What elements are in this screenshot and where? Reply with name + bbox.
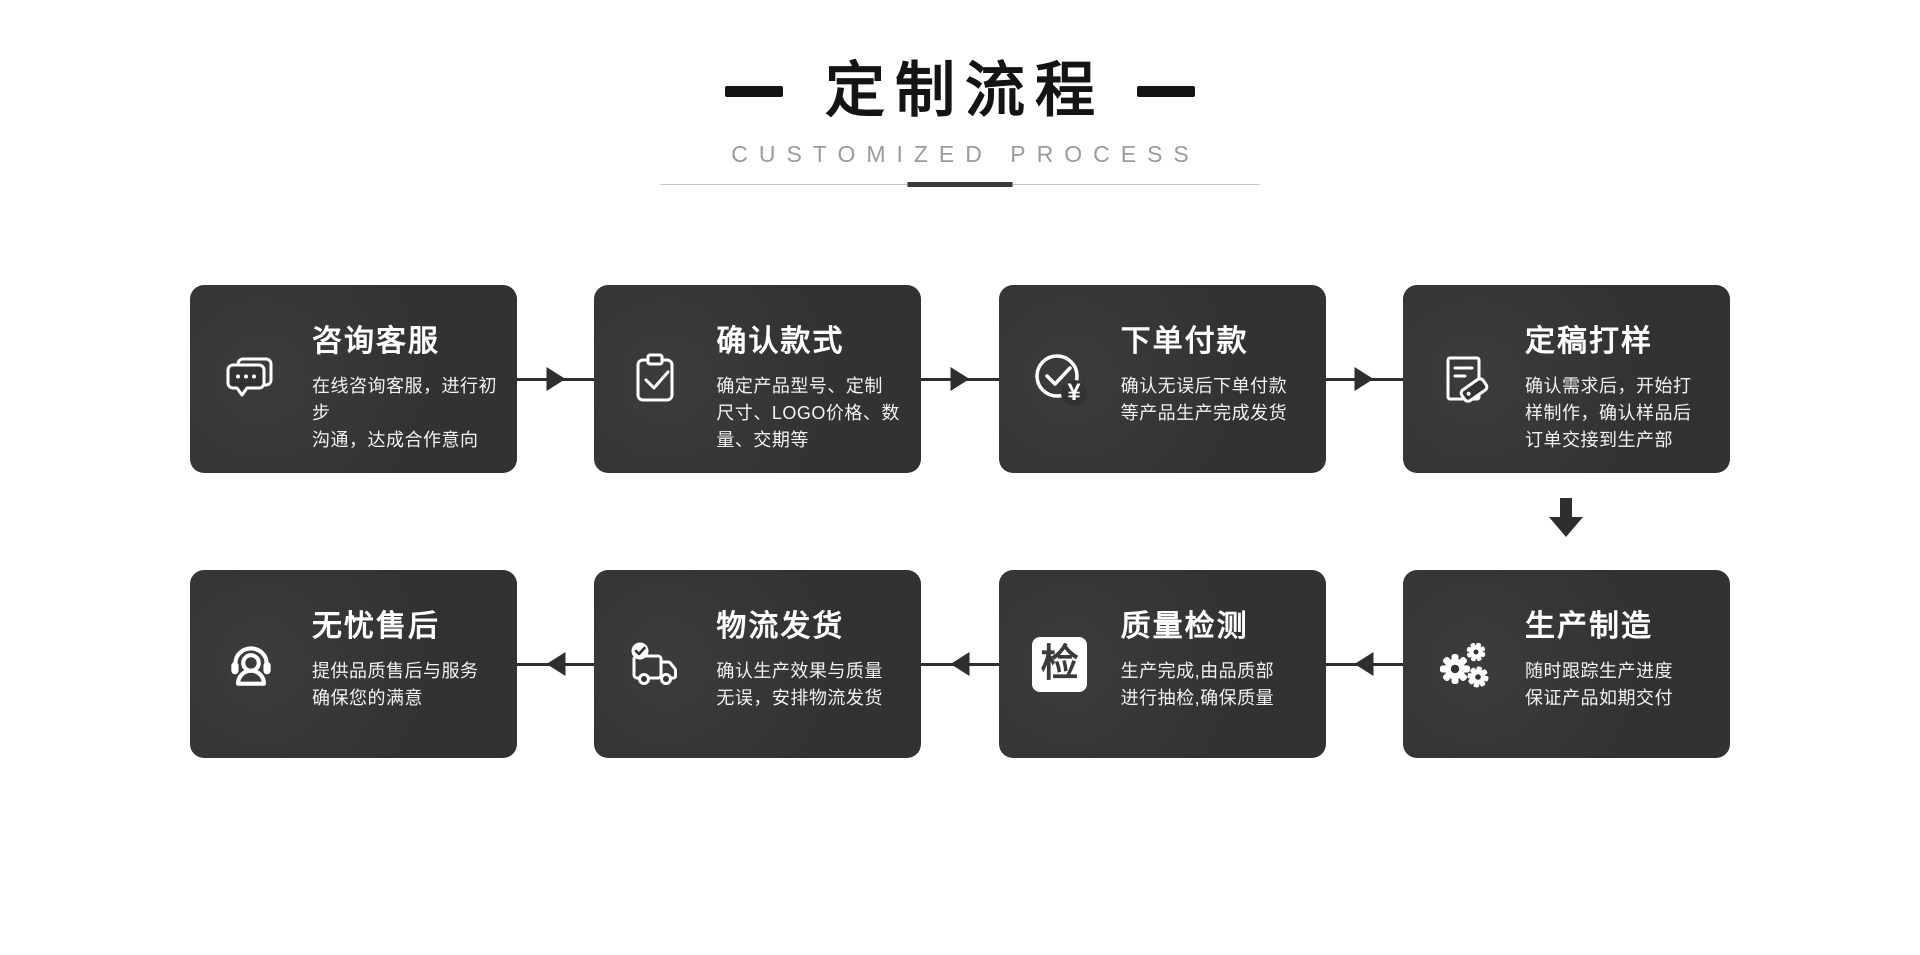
step-icon-col: 检: [999, 636, 1121, 692]
step-icon-col: [1403, 351, 1525, 407]
step-desc: 确认需求后，开始打 样制作，确认样品后 订单交接到生产部: [1524, 376, 1692, 450]
headset-icon: [222, 635, 280, 693]
inspection-badge-icon: 检: [1032, 636, 1088, 692]
step-card-order-payment: ¥ 下单付款 确认无误后下单付款 等产品生产完成发货: [998, 285, 1326, 473]
step-icon-col: ¥: [999, 350, 1121, 408]
step-desc: 生产完成,由品质部 进行抽检,确保质量: [1120, 661, 1275, 708]
document-tag-icon: [1435, 351, 1493, 407]
title-dash-right: [1137, 85, 1195, 97]
step-icon-col: [594, 635, 716, 693]
flow-arrow-left-icon: [1325, 662, 1403, 666]
step-title: 物流发货: [716, 610, 845, 643]
step-card-after-sales: 无忧售后 提供品质售后与服务 确保您的满意: [190, 570, 517, 758]
step-title: 无忧售后: [312, 610, 440, 643]
truck-icon: [626, 635, 684, 693]
inspection-badge-char: 检: [1040, 643, 1079, 685]
step-title: 确认款式: [716, 325, 845, 358]
step-icon-col: [190, 635, 312, 693]
flow-arrow-right-icon: [921, 377, 999, 381]
step-icon-col: [594, 351, 716, 407]
circle-check-yen-icon: ¥: [1031, 350, 1089, 408]
customization-process-section: 定制流程 CUSTOMIZED PROCESS: [0, 0, 1920, 758]
step-icon-col: [190, 351, 312, 407]
step-title: 生产制造: [1524, 610, 1653, 643]
step-card-quality-inspection: 检 质量检测 生产完成,由品质部 进行抽检,确保质量: [998, 570, 1326, 758]
step-title: 定稿打样: [1524, 325, 1653, 358]
svg-text:¥: ¥: [1067, 379, 1081, 406]
arrow-stem: [1560, 498, 1572, 517]
clipboard-check-icon: [627, 351, 683, 407]
step-desc: 确认无误后下单付款 等产品生产完成发货: [1120, 376, 1288, 423]
arrow-head: [1549, 517, 1583, 537]
step-text: 生产制造 随时跟踪生产进度 保证产品如期交付: [1525, 570, 1730, 758]
chat-bubbles-icon: [222, 351, 280, 407]
step-card-production: 生产制造 随时跟踪生产进度 保证产品如期交付: [1402, 570, 1730, 758]
flow-arrow-right-icon: [517, 377, 595, 381]
process-row-1: 咨询客服 在线咨询客服，进行初步 沟通，达成合作意向 确: [190, 285, 1730, 473]
step-text: 确认款式 确定产品型号、定制 尺寸、LOGO价格、数 量、交期等: [716, 285, 921, 473]
flow-arrow-left-icon: [921, 662, 999, 666]
flow-arrow-right-icon: [1325, 377, 1403, 381]
step-title: 质量检测: [1120, 610, 1249, 643]
process-flow: 咨询客服 在线咨询客服，进行初步 沟通，达成合作意向 确: [190, 285, 1730, 758]
step-desc: 确定产品型号、定制 尺寸、LOGO价格、数 量、交期等: [716, 376, 900, 450]
step-card-final-sampling: 定稿打样 确认需求后，开始打 样制作，确认样品后 订单交接到生产部: [1402, 285, 1730, 473]
section-header: 定制流程 CUSTOMIZED PROCESS: [0, 0, 1920, 187]
title-dash-left: [725, 85, 783, 97]
step-text: 咨询客服 在线咨询客服，进行初步 沟通，达成合作意向: [312, 285, 517, 473]
step-desc: 提供品质售后与服务 确保您的满意: [312, 661, 479, 708]
step-text: 物流发货 确认生产效果与质量 无误，安排物流发货: [716, 570, 921, 758]
step-desc: 随时跟踪生产进度 保证产品如期交付: [1524, 661, 1673, 708]
step-text: 质量检测 生产完成,由品质部 进行抽检,确保质量: [1121, 570, 1326, 758]
divider-accent: [907, 182, 1013, 187]
page-subtitle: CUSTOMIZED PROCESS: [731, 141, 1200, 167]
page-title: 定制流程: [0, 55, 1920, 127]
step-card-logistics-shipping: 物流发货 确认生产效果与质量 无误，安排物流发货: [594, 570, 922, 758]
step-text: 下单付款 确认无误后下单付款 等产品生产完成发货: [1121, 285, 1326, 473]
process-row-2: 无忧售后 提供品质售后与服务 确保您的满意: [190, 570, 1730, 758]
gears-icon: [1434, 635, 1494, 693]
step-card-consult-service: 咨询客服 在线咨询客服，进行初步 沟通，达成合作意向: [190, 285, 517, 473]
step-title: 咨询客服: [312, 325, 440, 358]
flow-arrow-left-icon: [517, 662, 595, 666]
title-text: 定制流程: [825, 57, 1105, 124]
step-icon-col: [1403, 635, 1525, 693]
step-title: 下单付款: [1120, 325, 1249, 358]
flow-arrow-down-icon: [1549, 498, 1583, 537]
step-desc: 确认生产效果与质量 无误，安排物流发货: [716, 661, 883, 708]
step-text: 无忧售后 提供品质售后与服务 确保您的满意: [312, 570, 517, 758]
step-text: 定稿打样 确认需求后，开始打 样制作，确认样品后 订单交接到生产部: [1525, 285, 1730, 473]
step-card-confirm-style: 确认款式 确定产品型号、定制 尺寸、LOGO价格、数 量、交期等: [594, 285, 922, 473]
divider: [660, 182, 1260, 187]
step-desc: 在线咨询客服，进行初步 沟通，达成合作意向: [312, 376, 497, 450]
